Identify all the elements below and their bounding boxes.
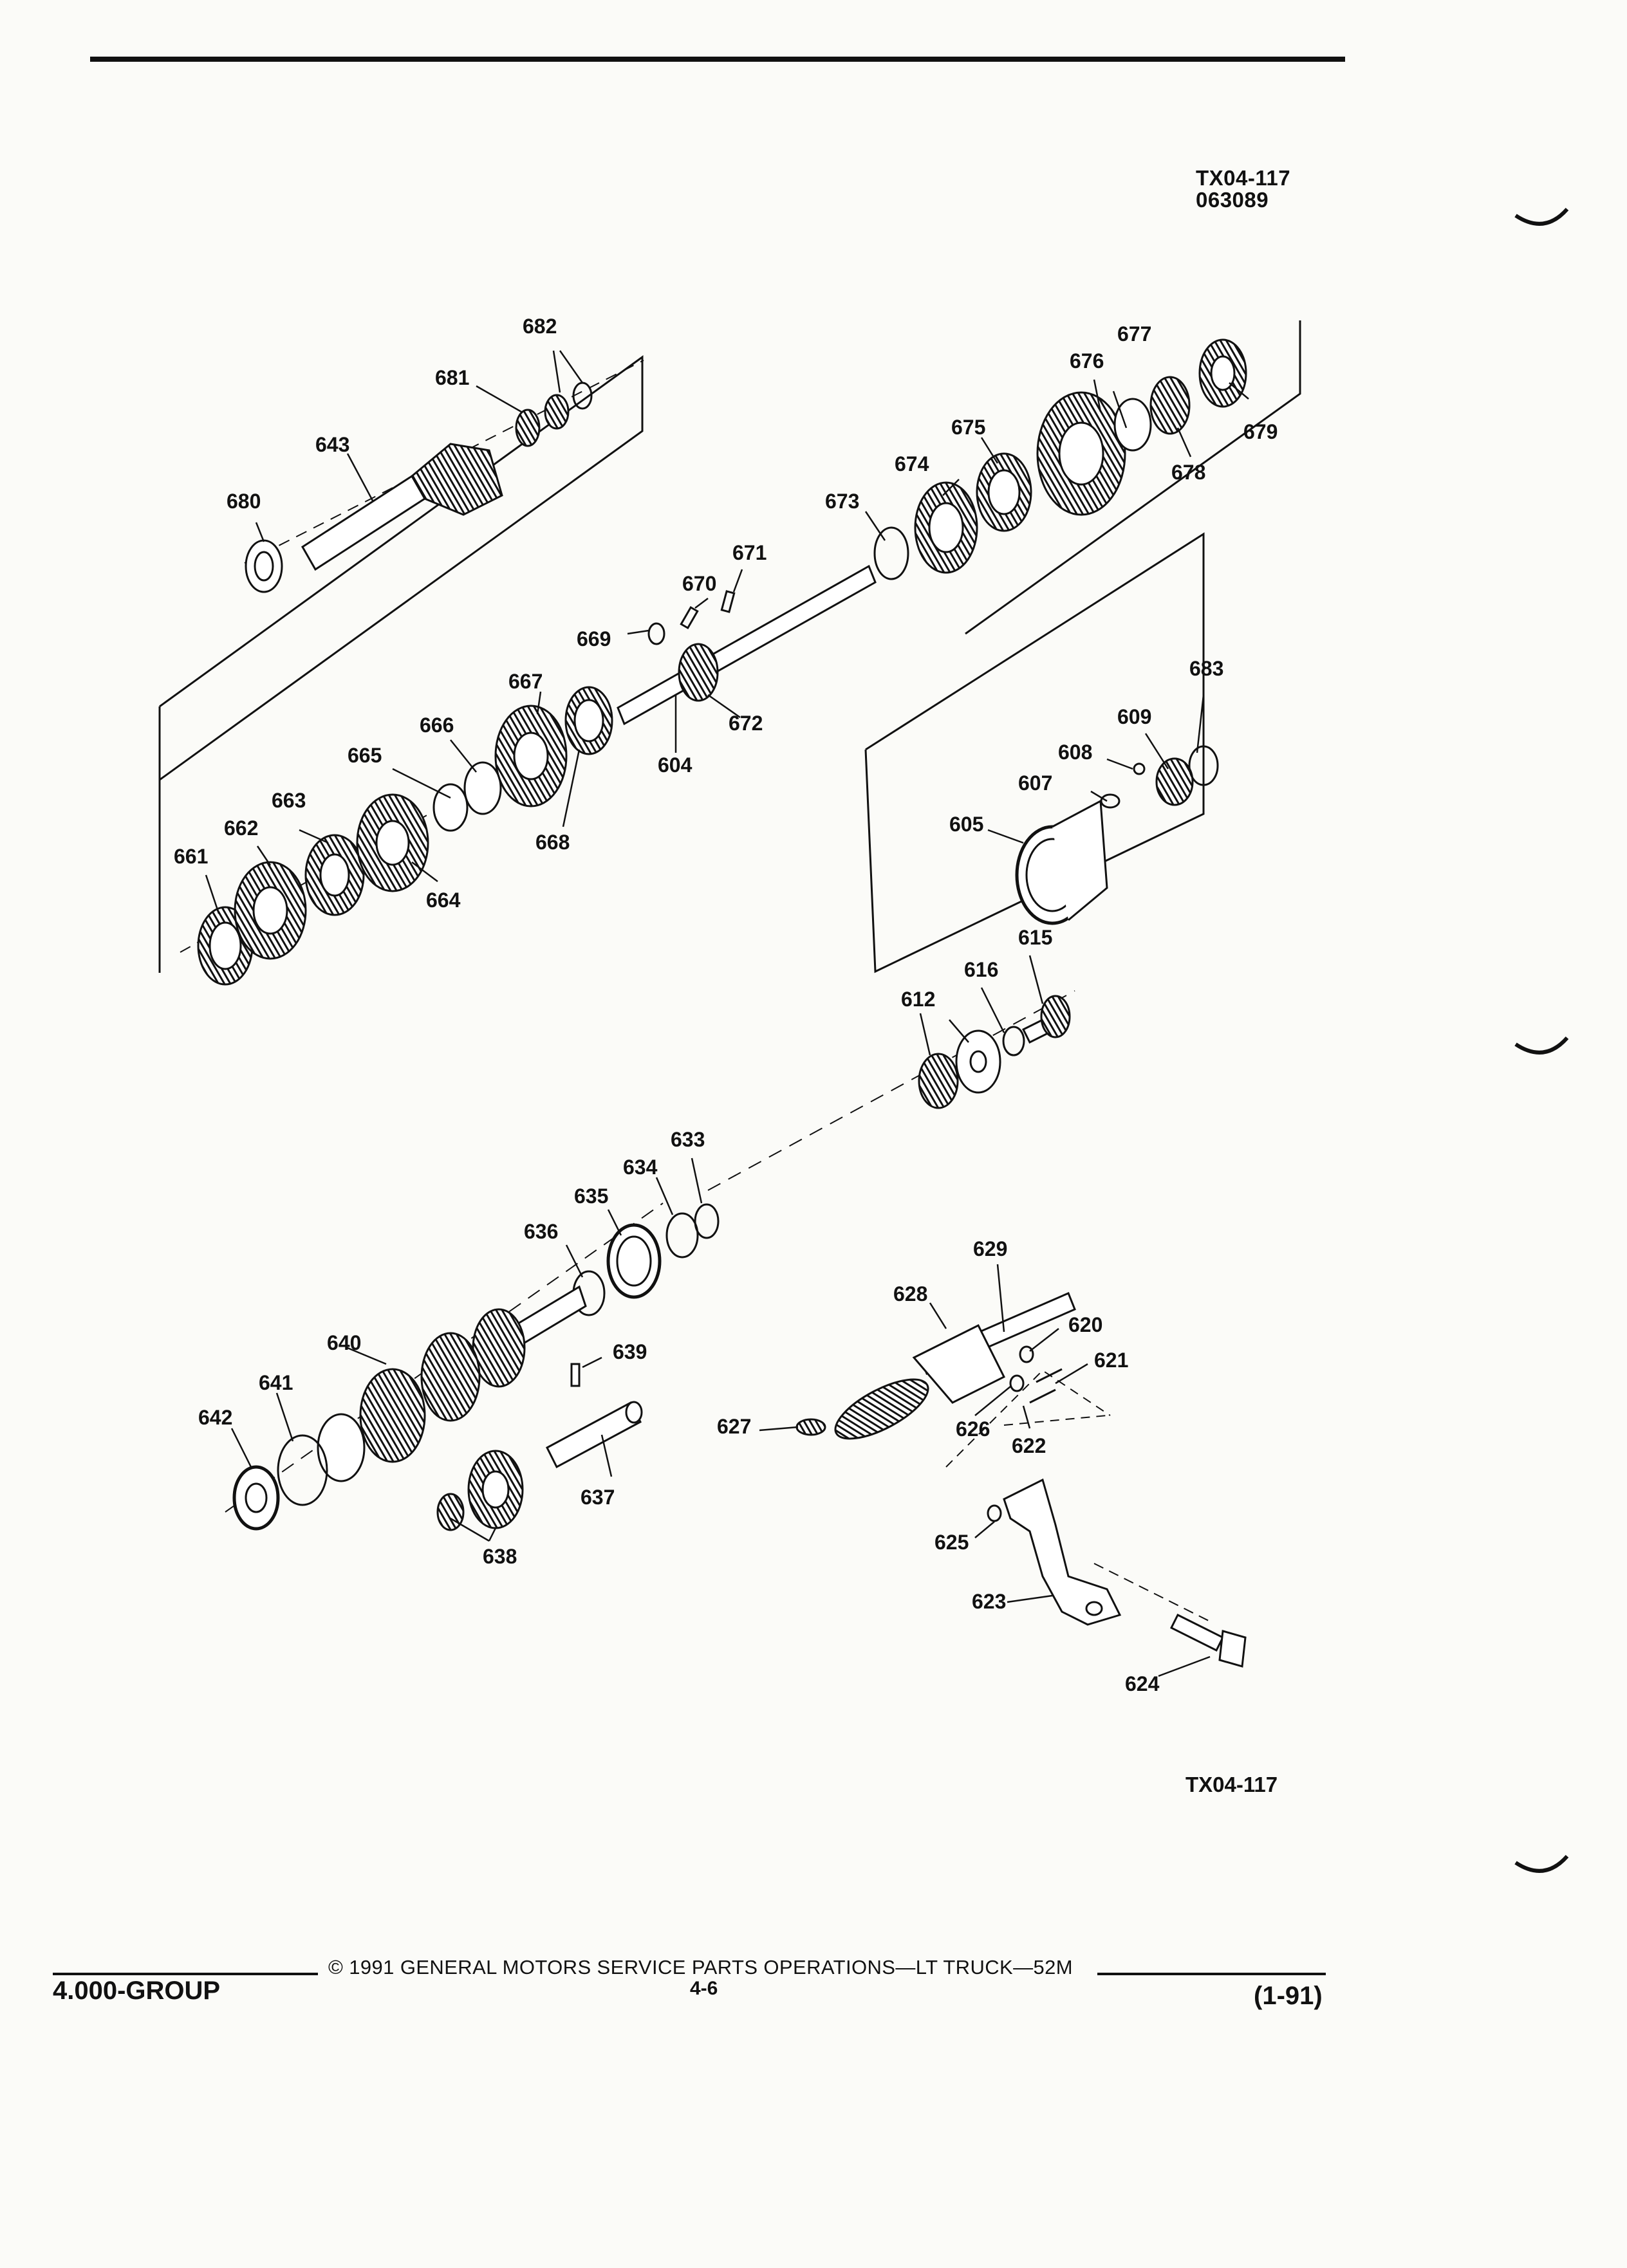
- countershaft-bearing-group: [1015, 745, 1219, 925]
- header-rule: [90, 57, 1345, 62]
- callout-681: 681: [435, 366, 469, 389]
- reverse-idler-shaft: [436, 1363, 643, 1531]
- callout-639: 639: [613, 1340, 647, 1363]
- callout-682: 682: [523, 315, 557, 338]
- callout-665: 665: [348, 744, 382, 767]
- footer-group: 4.000-GROUP: [53, 1977, 221, 2005]
- callout-612: 612: [901, 988, 935, 1011]
- callout-640: 640: [327, 1331, 361, 1354]
- footer-page-number: 4-6: [690, 1978, 718, 1999]
- callout-624: 624: [1125, 1672, 1160, 1695]
- callout-674: 674: [895, 452, 929, 475]
- callout-666: 666: [420, 714, 454, 737]
- figure-date: 063089: [1196, 188, 1269, 212]
- reverse-idler-parts: [918, 995, 1071, 1109]
- callout-643: 643: [315, 433, 349, 456]
- callout-leaders: [205, 350, 1249, 1677]
- binder-mark-icon: [1514, 207, 1569, 226]
- input-shaft-643: [245, 382, 593, 593]
- figure-code-bottom: TX04-117: [1185, 1773, 1278, 1796]
- upper-right-gears: [873, 338, 1247, 580]
- callout-661: 661: [174, 845, 208, 868]
- callout-616: 616: [964, 958, 998, 981]
- callout-677: 677: [1117, 322, 1151, 346]
- callout-663: 663: [272, 789, 306, 812]
- callout-615: 615: [1018, 926, 1052, 949]
- callout-629: 629: [973, 1237, 1007, 1260]
- binder-mark-icon: [1514, 1036, 1569, 1055]
- callout-605: 605: [949, 813, 983, 836]
- callout-676: 676: [1070, 349, 1104, 373]
- shift-lever-assembly: [795, 1292, 1076, 1440]
- callout-675: 675: [951, 416, 985, 439]
- callout-662: 662: [224, 816, 258, 840]
- callout-667: 667: [508, 670, 543, 693]
- callout-637: 637: [581, 1486, 615, 1509]
- callout-628: 628: [893, 1282, 927, 1305]
- callout-678: 678: [1171, 461, 1205, 484]
- callout-641: 641: [259, 1371, 293, 1394]
- callout-607: 607: [1018, 771, 1052, 795]
- callout-625: 625: [934, 1531, 969, 1554]
- callout-679: 679: [1243, 420, 1278, 443]
- callout-604: 604: [658, 753, 693, 777]
- binder-mark-icon: [1514, 1854, 1569, 1873]
- figure-code: TX04-117: [1196, 166, 1291, 190]
- callout-609: 609: [1117, 705, 1151, 728]
- callout-668: 668: [535, 831, 570, 854]
- callout-636: 636: [524, 1220, 558, 1243]
- callout-683: 683: [1189, 657, 1223, 680]
- callout-642: 642: [198, 1406, 232, 1429]
- mainshaft-gears: [197, 686, 613, 986]
- footer-rule-left: [53, 1973, 318, 1975]
- callout-626: 626: [956, 1417, 990, 1441]
- callout-672: 672: [729, 712, 763, 735]
- mainshaft-group-frame: [159, 355, 644, 781]
- footer-revision: (1-91): [1254, 1982, 1323, 2010]
- callout-670: 670: [682, 572, 716, 595]
- footer-rule-right: [1097, 1973, 1326, 1975]
- callout-627: 627: [717, 1415, 751, 1438]
- callout-671: 671: [732, 541, 767, 564]
- callout-638: 638: [483, 1545, 517, 1568]
- callout-673: 673: [825, 490, 859, 513]
- callout-620: 620: [1068, 1313, 1102, 1336]
- mainshaft-604: [617, 564, 877, 726]
- mainshaft-gears-frame-right: [965, 320, 1301, 635]
- callout-633: 633: [671, 1128, 705, 1151]
- countershaft-group: [232, 1203, 720, 1531]
- callout-680: 680: [227, 490, 261, 513]
- callout-622: 622: [1012, 1434, 1046, 1457]
- callout-664: 664: [426, 889, 461, 912]
- footer-copyright: © 1991 GENERAL MOTORS SERVICE PARTS OPER…: [328, 1956, 1074, 1978]
- countershaft-bearing-frame: [864, 532, 1205, 973]
- callout-608: 608: [1058, 741, 1092, 764]
- callout-623: 623: [972, 1590, 1006, 1613]
- callout-621: 621: [1094, 1349, 1128, 1372]
- callout-635: 635: [574, 1185, 608, 1208]
- shift-fork: [987, 1478, 1247, 1668]
- callout-669: 669: [577, 627, 611, 650]
- callout-634: 634: [623, 1156, 658, 1179]
